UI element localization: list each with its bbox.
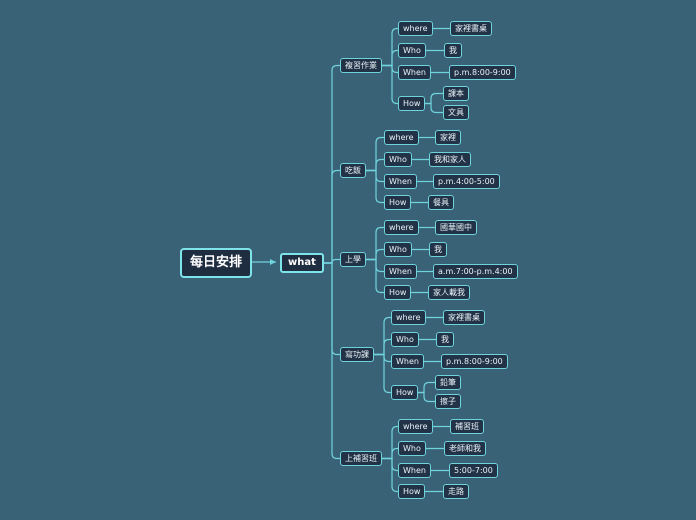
category-node[interactable]: 上補習班 bbox=[340, 451, 382, 466]
value-node[interactable]: 家裡書桌 bbox=[443, 310, 485, 325]
value-node[interactable]: 擦子 bbox=[435, 394, 461, 409]
root-node[interactable]: 每日安排 bbox=[180, 248, 253, 278]
connector-line bbox=[322, 262, 340, 356]
category-node[interactable]: 複習作業 bbox=[340, 58, 382, 73]
connector-line bbox=[382, 425, 398, 460]
arrow-head bbox=[270, 259, 276, 265]
connector-line bbox=[382, 49, 398, 67]
attribute-how-node[interactable]: How bbox=[398, 96, 426, 111]
value-node[interactable]: 文具 bbox=[443, 105, 469, 120]
value-node[interactable]: p.m.8:00-9:00 bbox=[449, 65, 516, 80]
attribute-when-node[interactable]: When bbox=[384, 174, 417, 189]
attribute-where-node[interactable]: where bbox=[398, 419, 433, 434]
attribute-when-node[interactable]: When bbox=[384, 264, 417, 279]
connector-line bbox=[322, 169, 340, 264]
value-node[interactable]: p.m.4:00-5:00 bbox=[433, 174, 500, 189]
value-node[interactable]: 家人載我 bbox=[428, 285, 470, 300]
attribute-when-node[interactable]: When bbox=[398, 463, 431, 478]
connector-line bbox=[366, 248, 384, 261]
value-node[interactable]: 國華國中 bbox=[435, 220, 477, 235]
value-node[interactable]: 我 bbox=[429, 242, 447, 257]
connector-line bbox=[374, 353, 391, 394]
category-node[interactable]: 吃飯 bbox=[340, 163, 366, 178]
attribute-how-node[interactable]: How bbox=[391, 385, 419, 400]
value-node[interactable]: p.m.8:00-9:00 bbox=[441, 354, 508, 369]
connector-line bbox=[382, 64, 398, 105]
attribute-who-node[interactable]: Who bbox=[391, 332, 419, 347]
connector-line bbox=[374, 316, 391, 356]
value-node[interactable]: 鉛筆 bbox=[435, 375, 461, 390]
connector-line bbox=[366, 136, 384, 172]
attribute-where-node[interactable]: where bbox=[398, 21, 433, 36]
attribute-who-node[interactable]: Who bbox=[398, 43, 426, 58]
connector-line bbox=[366, 258, 384, 273]
value-node[interactable]: 老師和我 bbox=[444, 441, 486, 456]
connector-line bbox=[425, 92, 443, 105]
attribute-who-node[interactable]: Who bbox=[398, 441, 426, 456]
attribute-how-node[interactable]: How bbox=[398, 484, 426, 499]
category-node[interactable]: 上學 bbox=[340, 252, 366, 267]
value-node[interactable]: a.m.7:00-p.m.4:00 bbox=[433, 264, 518, 279]
connector-line bbox=[366, 226, 384, 261]
attribute-how-node[interactable]: How bbox=[384, 285, 412, 300]
connector-line bbox=[382, 457, 398, 472]
attribute-who-node[interactable]: Who bbox=[384, 242, 412, 257]
connector-line bbox=[382, 64, 398, 74]
attribute-when-node[interactable]: When bbox=[398, 65, 431, 80]
value-node[interactable]: 家裡 bbox=[435, 130, 461, 145]
value-node[interactable]: 補習班 bbox=[450, 419, 484, 434]
value-node[interactable]: 家裡書桌 bbox=[450, 21, 492, 36]
connector-line bbox=[366, 169, 384, 204]
connector-line bbox=[366, 258, 384, 294]
value-node[interactable]: 走路 bbox=[443, 484, 469, 499]
connector-line bbox=[366, 158, 384, 172]
connector-line bbox=[418, 381, 435, 394]
value-node[interactable]: 我 bbox=[436, 332, 454, 347]
attribute-where-node[interactable]: where bbox=[391, 310, 426, 325]
value-node[interactable]: 5:00-7:00 bbox=[449, 463, 498, 478]
connector-line bbox=[322, 64, 340, 264]
value-node[interactable]: 我 bbox=[444, 43, 462, 58]
connector-line bbox=[382, 27, 398, 67]
connector-line bbox=[322, 262, 340, 460]
attribute-where-node[interactable]: where bbox=[384, 130, 419, 145]
attribute-where-node[interactable]: where bbox=[384, 220, 419, 235]
connector-line bbox=[425, 102, 443, 114]
connector-line bbox=[418, 391, 435, 403]
attribute-when-node[interactable]: When bbox=[391, 354, 424, 369]
connector-line bbox=[382, 447, 398, 460]
attribute-how-node[interactable]: How bbox=[384, 195, 412, 210]
connector-line bbox=[382, 457, 398, 493]
category-node[interactable]: 寫功課 bbox=[340, 347, 374, 362]
connector-line bbox=[374, 338, 391, 356]
connector-line bbox=[374, 353, 391, 363]
connector-line bbox=[366, 169, 384, 183]
value-node[interactable]: 課本 bbox=[443, 86, 469, 101]
attribute-who-node[interactable]: Who bbox=[384, 152, 412, 167]
value-node[interactable]: 我和家人 bbox=[429, 152, 471, 167]
value-node[interactable]: 餐具 bbox=[428, 195, 454, 210]
what-node[interactable]: what bbox=[280, 253, 324, 273]
